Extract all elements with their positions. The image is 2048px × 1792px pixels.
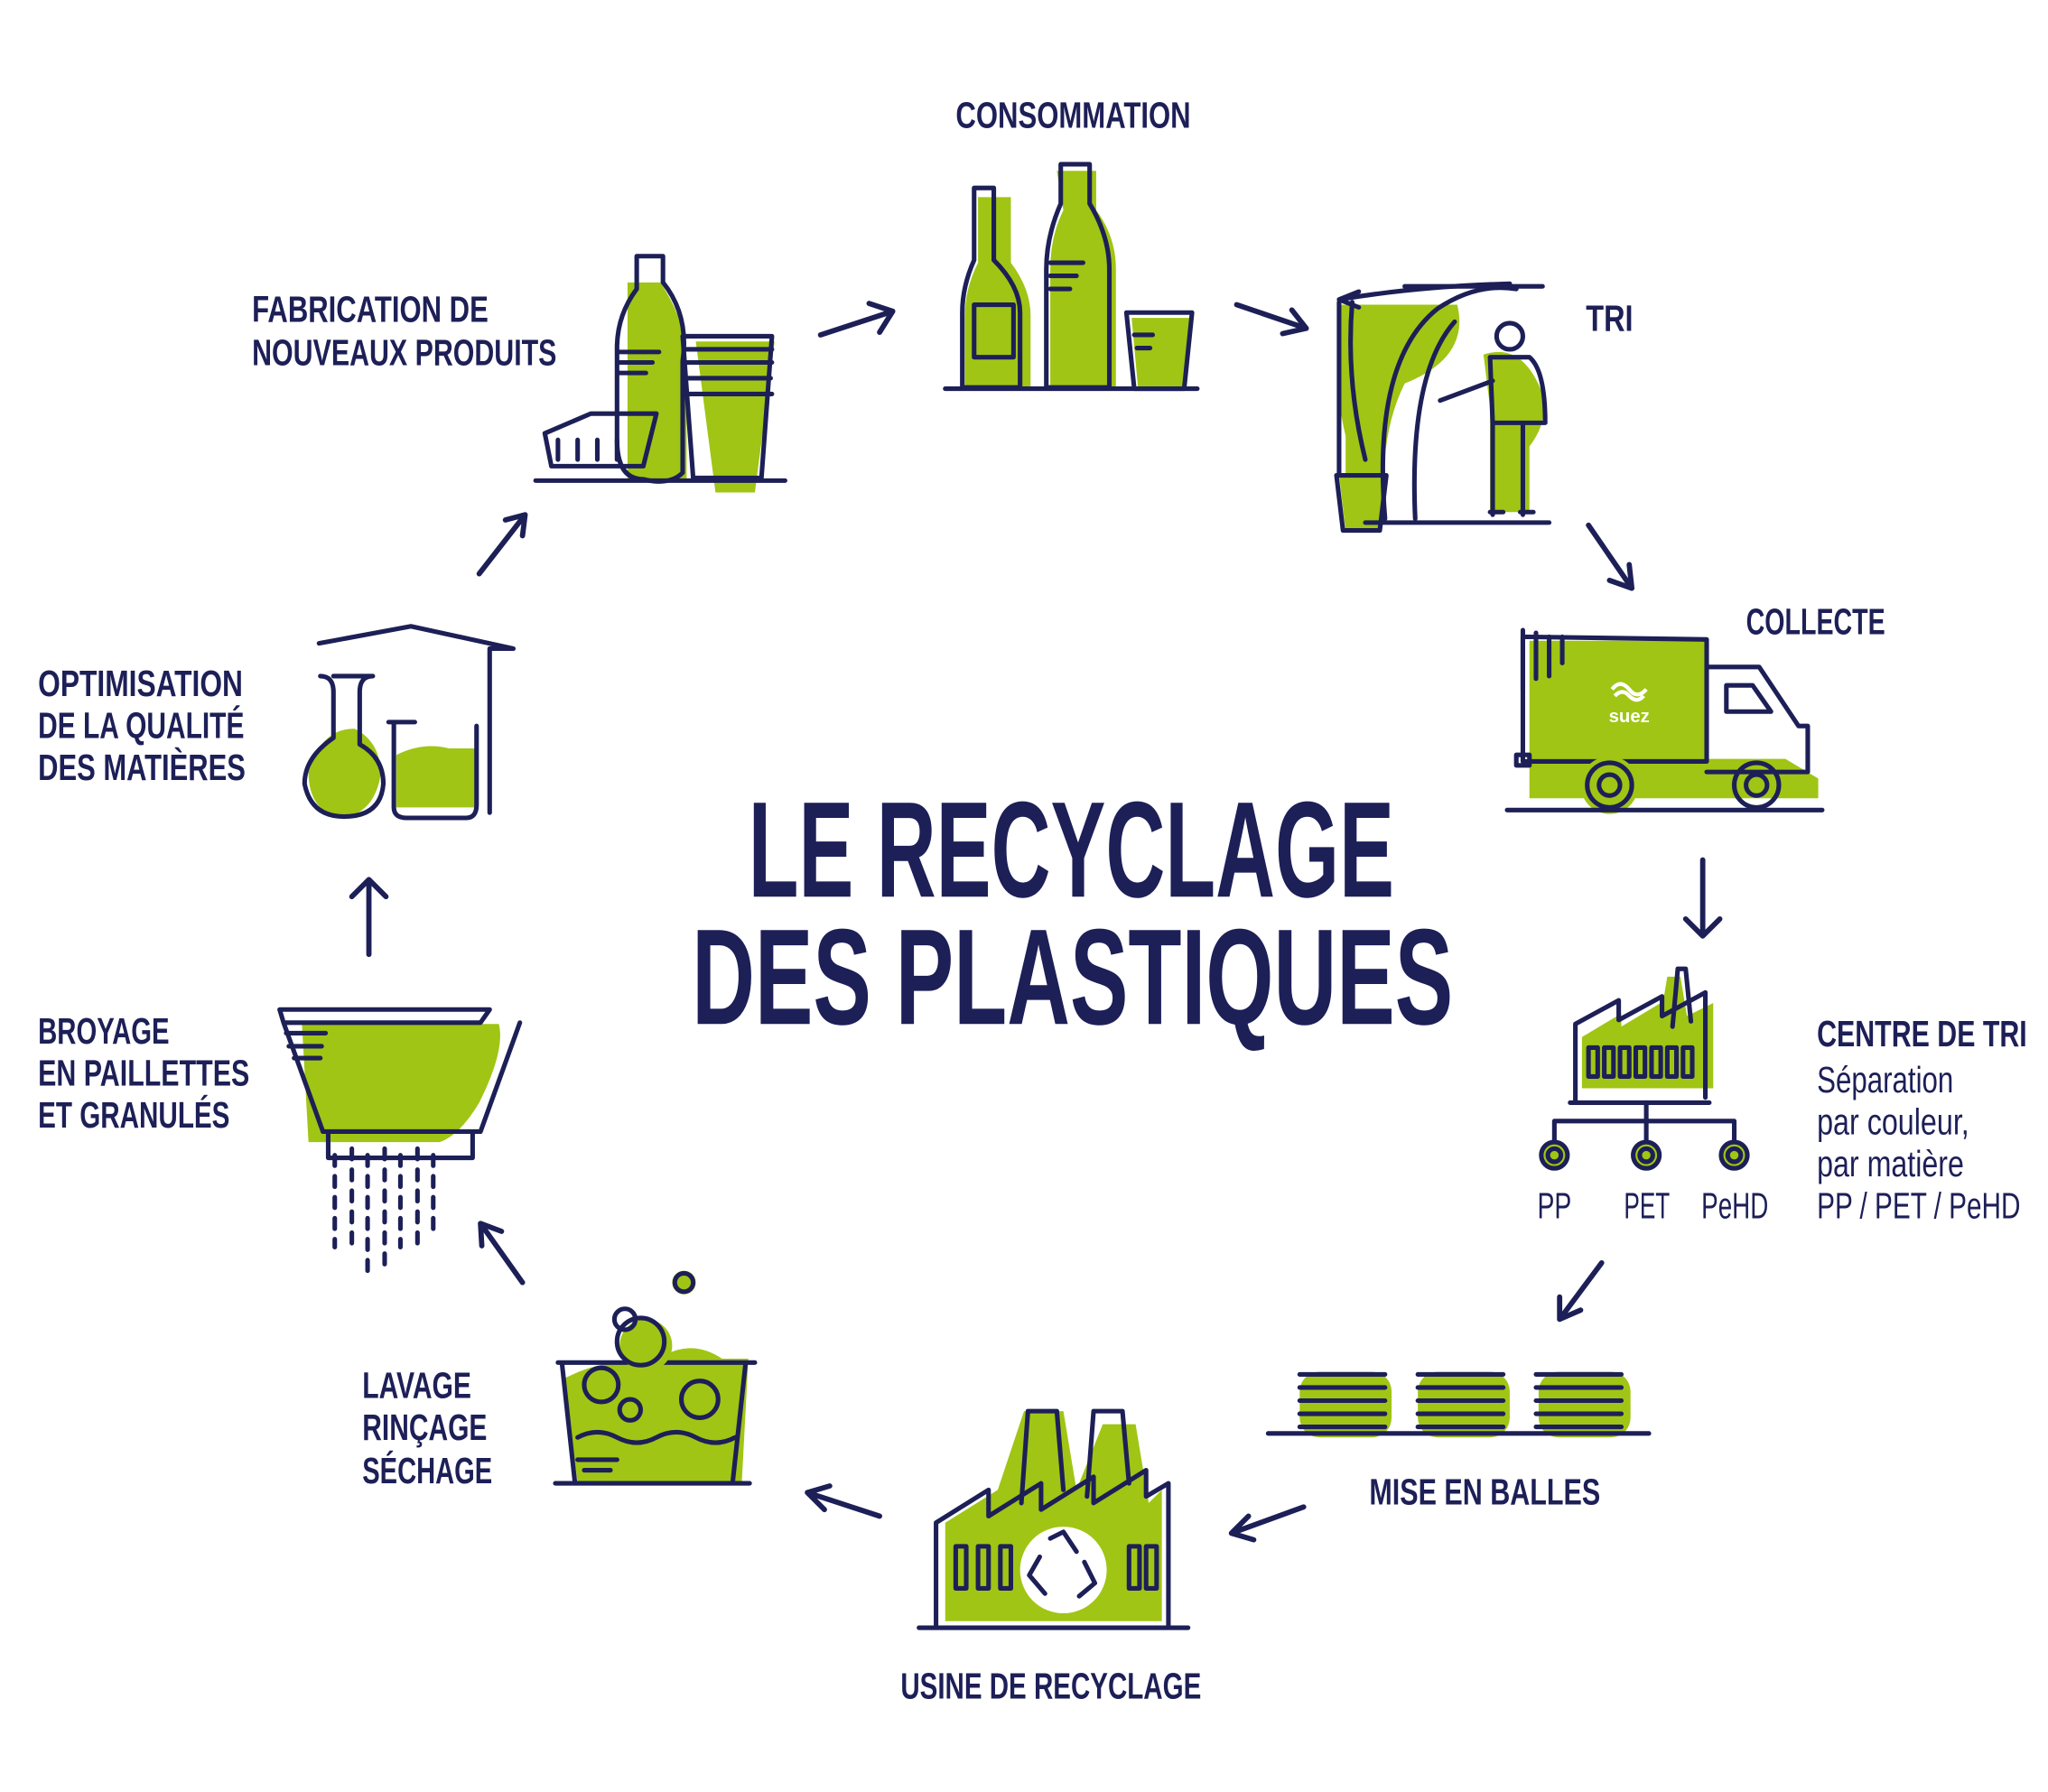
factory-sorting-icon <box>1539 966 1750 1171</box>
output-pp: PP <box>1537 1184 1571 1226</box>
label-broyage-2: EN PAILLETTES <box>38 1053 249 1094</box>
output-pehd: PeHD <box>1701 1184 1768 1226</box>
window-row <box>1586 1045 1695 1079</box>
title-line-2: DES PLASTIQUES <box>692 900 1453 1053</box>
label-tri: TRI <box>1586 298 1633 339</box>
new-products-icon <box>533 254 787 493</box>
label-centre-de-tri: CENTRE DE TRI <box>1817 1013 2027 1054</box>
arrow-icon <box>349 301 1723 1543</box>
centre-de-tri-line: par matière <box>1817 1143 1964 1184</box>
centre-de-tri-line: PP / PET / PeHD <box>1817 1184 2020 1226</box>
label-lavage: LAVAGE <box>362 1365 471 1407</box>
label-collecte: COLLECTE <box>1746 600 1885 642</box>
bottles-icon <box>943 162 1200 392</box>
centre-de-tri-line: par couleur, <box>1817 1100 1969 1142</box>
label-rincage: RINÇAGE <box>362 1407 487 1448</box>
lab-flasks-icon <box>302 624 516 821</box>
grinder-icon <box>277 1007 523 1277</box>
label-optimisation-3: DES MATIÈRES <box>38 747 246 788</box>
recycle-symbol-icon <box>1027 1529 1098 1599</box>
label-mise-en-balles: MISE EN BALLES <box>1369 1471 1600 1512</box>
title-line-1: LE RECYCLAGE <box>749 774 1394 926</box>
recycling-factory-icon <box>917 1408 1191 1630</box>
centre-de-tri-line: Séparation <box>1817 1059 1953 1100</box>
sorting-worker-icon <box>1334 281 1552 534</box>
washing-tub-icon <box>553 1270 758 1486</box>
label-broyage-3: ET GRANULÉS <box>38 1094 229 1136</box>
output-pet: PET <box>1624 1184 1670 1226</box>
bales-icon <box>1265 1371 1652 1438</box>
label-optimisation-1: OPTIMISATION <box>38 663 243 704</box>
truck-icon: suez <box>1504 627 1825 814</box>
label-fabrication-1: FABRICATION DE <box>252 288 489 330</box>
label-broyage-1: BROYAGE <box>38 1010 169 1052</box>
suez-logo: suez <box>1609 707 1650 727</box>
label-optimisation-2: DE LA QUALITÉ <box>38 704 244 746</box>
label-usine: USINE DE RECYCLAGE <box>900 1666 1201 1707</box>
label-fabrication-2: NOUVEAUX PRODUITS <box>252 331 556 373</box>
label-consommation: CONSOMMATION <box>955 94 1190 135</box>
label-sechage: SÉCHAGE <box>362 1450 492 1491</box>
